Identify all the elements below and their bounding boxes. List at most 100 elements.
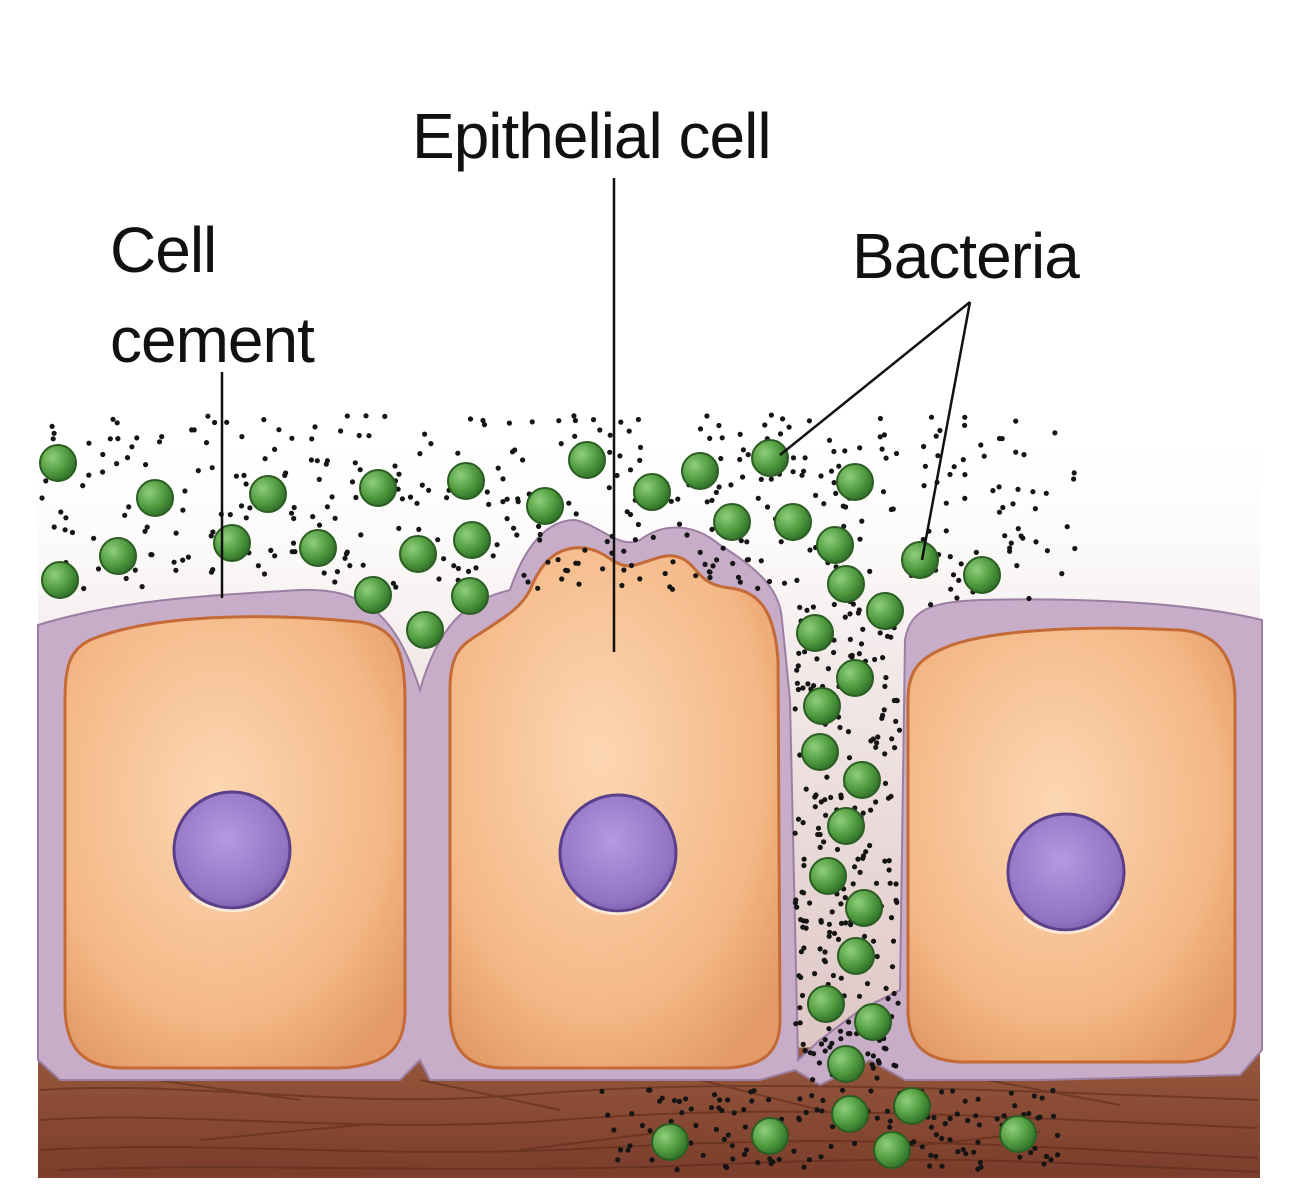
mucus-particle (241, 472, 247, 478)
bacterium (803, 687, 841, 725)
mucus-particle (606, 485, 612, 491)
mucus-particle (426, 487, 432, 493)
mucus-particle (830, 972, 837, 979)
mucus-particle (877, 630, 883, 636)
mucus-particle (802, 455, 808, 461)
mucus-particle (1013, 418, 1019, 424)
mucus-particle (838, 901, 844, 907)
mucus-particle (353, 494, 359, 501)
mucus-particle (716, 484, 722, 490)
mucus-particle (637, 457, 643, 463)
mucus-particle (189, 427, 195, 433)
mucus-particle (514, 532, 520, 538)
mucus-particle (975, 1096, 981, 1102)
mucus-particle (667, 584, 673, 590)
bacterium (299, 529, 337, 567)
mucus-particle (891, 990, 897, 997)
mucus-particle (1008, 1090, 1015, 1096)
mucus-particle (762, 422, 768, 428)
mucus-particle (626, 428, 632, 434)
mucus-particle (749, 1098, 755, 1104)
mucus-particle (629, 1111, 635, 1117)
bacterium (836, 659, 874, 697)
mucus-particle (742, 1124, 749, 1130)
mucus-particle (893, 881, 899, 887)
mucus-particle (865, 1051, 871, 1057)
mucus-particle (159, 434, 165, 440)
mucus-particle (873, 744, 879, 750)
mucus-particle (347, 563, 353, 569)
mucus-particle (255, 563, 261, 569)
mucus-particle (637, 576, 643, 582)
mucus-particle (396, 525, 402, 532)
mucus-particle (825, 666, 832, 672)
mucus-particle (114, 420, 120, 426)
mucus-particle (1026, 595, 1032, 602)
mucus-particle (778, 539, 784, 545)
mucus-particle (837, 724, 843, 731)
mucus-particle (813, 792, 819, 798)
mucus-particle (617, 1147, 624, 1153)
mucus-particle (115, 436, 121, 442)
mucus-particle (858, 641, 865, 647)
mucus-particle (289, 435, 295, 441)
mucus-particle (911, 1139, 917, 1145)
mucus-particle (261, 571, 268, 577)
mucus-particle (836, 463, 842, 469)
mucus-particle (657, 1098, 663, 1104)
mucus-particle (744, 539, 750, 545)
mucus-particle (843, 920, 849, 926)
mucus-particle (582, 547, 588, 553)
bacterium (999, 1115, 1037, 1153)
mucus-particle (888, 506, 895, 513)
mucus-particle (205, 413, 211, 419)
mucus-particle (868, 1088, 874, 1094)
mucus-particle (224, 419, 230, 425)
bacterium (873, 1131, 911, 1169)
mucus-particle (396, 471, 402, 477)
mucus-particle (955, 1149, 961, 1155)
mucus-particle (803, 786, 809, 792)
mucus-particle (611, 1127, 617, 1133)
nucleus-middle (558, 793, 678, 916)
mucus-particle (730, 560, 736, 567)
mucus-particle (880, 489, 887, 495)
nucleus-left (172, 790, 292, 913)
mucus-particle (480, 417, 486, 424)
mucus-particle (721, 1136, 728, 1142)
mucus-particle (628, 562, 635, 569)
mucus-particle (794, 577, 800, 584)
mucus-particle (870, 1053, 877, 1059)
mucus-particle (243, 481, 249, 487)
mucus-particle (590, 417, 597, 423)
bacteria-label: Bacteria (852, 220, 1080, 292)
bacterium (854, 1003, 892, 1041)
mucus-particle (702, 561, 708, 568)
mucus-particle (831, 649, 837, 656)
mucus-particle (737, 456, 743, 463)
bacteria-leader-2 (920, 301, 972, 561)
mucus-particle (366, 433, 372, 439)
mucus-particle (743, 1147, 750, 1153)
mucus-particle (668, 1118, 674, 1124)
mucus-particle (892, 745, 898, 751)
mucus-particle (846, 1019, 852, 1025)
mucus-particle (842, 448, 848, 454)
mucus-particle (243, 515, 249, 521)
mucus-particle (943, 500, 949, 506)
mucus-particle (807, 900, 813, 906)
mucus-particle (91, 535, 97, 541)
mucus-particle (473, 565, 479, 571)
mucus-particle (1032, 506, 1038, 512)
mucus-particle (807, 547, 813, 553)
mucus-particle (707, 574, 713, 581)
mucus-particle (100, 469, 106, 475)
mucus-particle (802, 1048, 808, 1054)
mucus-particle (801, 862, 807, 869)
mucus-particle (797, 1020, 803, 1026)
mucus-particle (465, 568, 472, 575)
mucus-particle (156, 439, 163, 445)
mucus-particle (950, 572, 957, 578)
mucus-particle (818, 1041, 825, 1047)
mucus-particle (729, 1143, 735, 1149)
